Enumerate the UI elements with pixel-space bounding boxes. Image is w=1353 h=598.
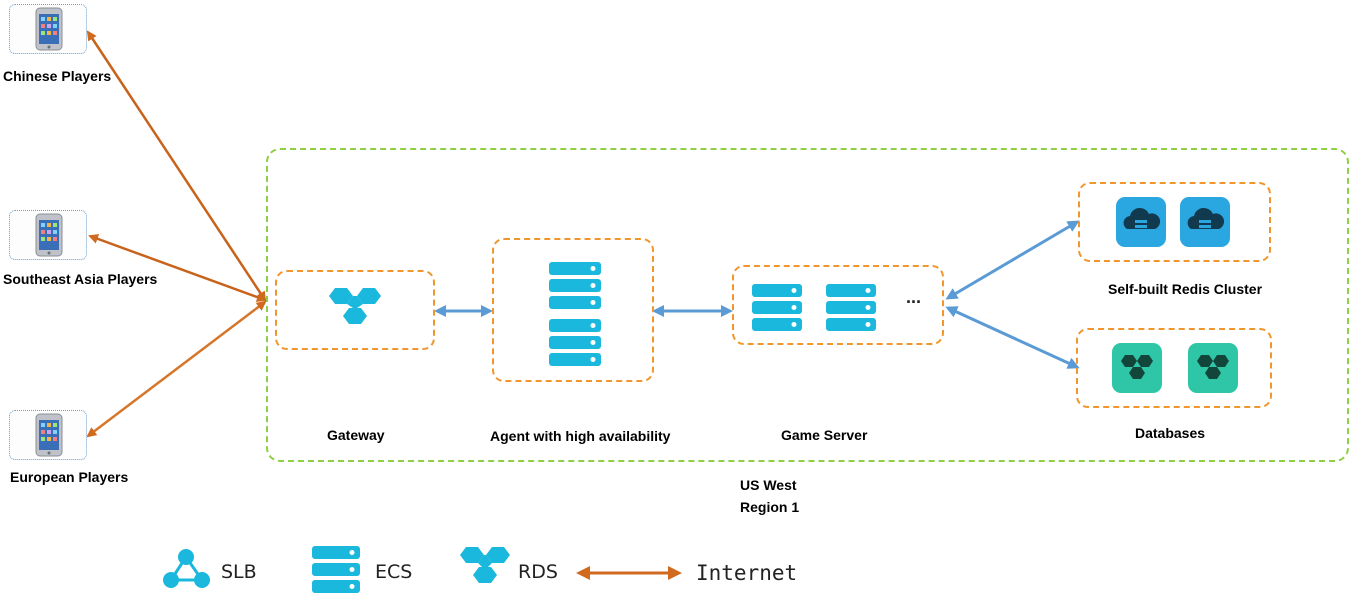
redis-cloud-icon [1116,197,1166,247]
legend-rds-label: RDS [518,561,558,583]
phone-icon [9,410,87,460]
legend-ecs-label: ECS [375,561,413,583]
internet-arrow-european [86,300,267,438]
player-label-european: European Players [10,469,129,485]
region-us-west-container [266,148,1349,462]
internet-arrow-chinese [86,30,267,302]
databases-label: Databases [1135,425,1206,441]
player-label-chinese: Chinese Players [3,68,112,84]
internet-arrow-southeast-asia [88,234,267,302]
player-label-southeast-asia: Southeast Asia Players [3,271,158,287]
databases-box [1076,328,1272,408]
legend-internet-label: Internet [696,561,798,585]
more-servers-ellipsis: ... [906,287,922,307]
phone-icon [9,4,87,54]
rds-icon [329,288,381,324]
ecs-server-icon [752,284,802,331]
game-server-box: ... [732,265,944,345]
agent-label: Agent with high availability [490,428,671,444]
agent-box [492,238,654,382]
ecs-server-icon [549,262,601,366]
region-label-line1: US West [740,477,797,493]
redis-cloud-icon [1180,197,1230,247]
ecs-server-icon [312,546,360,593]
rds-icon [1188,343,1238,393]
game-server-label: Game Server [781,427,868,443]
phone-icon [9,210,87,260]
link-gameserver-redis [945,220,1080,300]
rds-icon [1112,343,1162,393]
gateway-box [275,270,435,350]
gateway-label: Gateway [327,427,385,443]
slb-icon [163,549,210,588]
link-gameserver-databases [945,306,1080,369]
rds-icon [460,547,510,583]
redis-label: Self-built Redis Cluster [1108,281,1263,297]
legend-slb-label: SLB [221,561,257,583]
internet-legend-arrow [576,566,682,580]
redis-box [1078,182,1271,262]
ecs-server-icon [826,284,876,331]
region-label-line2: Region 1 [740,499,800,515]
